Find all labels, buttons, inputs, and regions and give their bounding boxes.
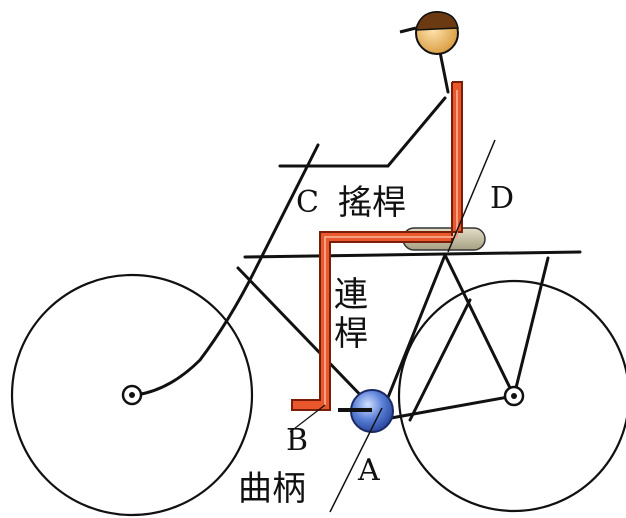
frame-top-bar (243, 250, 582, 259)
rear-hub (121, 384, 143, 406)
label-crank: 曲柄 (238, 469, 306, 509)
rear-wheel (10, 273, 254, 517)
label-d: D (490, 181, 514, 216)
front-wheel (397, 279, 626, 513)
fork-stay (512, 256, 550, 398)
label-rod-line1: 連 (334, 275, 368, 315)
rider-head (399, 11, 459, 55)
front-fork (443, 253, 516, 398)
rear-stay (134, 143, 320, 397)
pointer-line-b (289, 404, 326, 433)
front-hub (503, 385, 525, 407)
pointer-line-d (447, 139, 496, 253)
linkage-highlight (324, 90, 458, 405)
label-a: A (357, 453, 380, 488)
label-rod-line2: 桿 (334, 314, 368, 354)
label-c: C (296, 185, 319, 220)
rider-neck (438, 50, 450, 94)
linkage (291, 81, 463, 411)
label-rocker: 搖桿 (338, 183, 406, 223)
bicycle-frame (134, 50, 582, 422)
rider-arm (278, 96, 447, 168)
pointer-line-a (329, 407, 383, 513)
front-hub-chainstay (378, 394, 516, 422)
rider-body-line (408, 298, 472, 422)
frame-seat-tube (383, 253, 447, 407)
frame-down-tube (236, 266, 372, 407)
label-b: B (286, 423, 308, 458)
